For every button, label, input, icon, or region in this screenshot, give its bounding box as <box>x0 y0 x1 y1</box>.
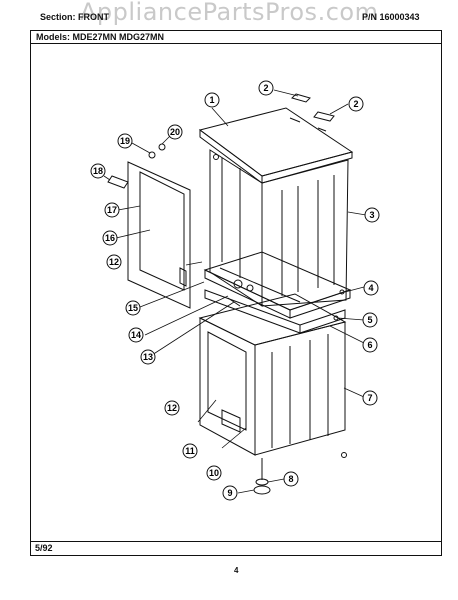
svg-text:15: 15 <box>128 303 138 313</box>
svg-text:18: 18 <box>93 166 103 176</box>
models-line: Models: MDE27MN MDG27MN <box>31 31 441 44</box>
svg-text:5: 5 <box>367 315 372 325</box>
svg-text:10: 10 <box>209 468 219 478</box>
svg-text:2: 2 <box>263 83 268 93</box>
callout-17: 17 <box>104 202 120 218</box>
callout-7: 7 <box>362 390 378 406</box>
svg-text:16: 16 <box>105 233 115 243</box>
callout-8: 8 <box>283 471 299 487</box>
callout-18: 18 <box>90 163 106 179</box>
callout-2b: 2 <box>348 96 364 112</box>
callout-5: 5 <box>362 312 378 328</box>
callout-6: 6 <box>362 337 378 353</box>
svg-text:3: 3 <box>369 210 374 220</box>
svg-text:8: 8 <box>288 474 293 484</box>
upper-cabinet-top <box>198 107 354 184</box>
callout-12a: 12 <box>164 400 180 416</box>
callout-11: 11 <box>182 443 198 459</box>
callout-10: 10 <box>206 465 222 481</box>
callout-20: 20 <box>167 124 183 140</box>
lower-cabinet <box>198 293 347 456</box>
svg-text:11: 11 <box>185 446 195 456</box>
callout-15: 15 <box>125 300 141 316</box>
svg-text:14: 14 <box>131 330 141 340</box>
page-number: 4 <box>234 566 239 575</box>
svg-text:6: 6 <box>367 340 372 350</box>
callout-13: 13 <box>140 349 156 365</box>
base-frame <box>203 251 352 319</box>
svg-text:12: 12 <box>109 257 119 267</box>
watermark: AppliancePartsPros.com <box>80 0 379 26</box>
callout-16: 16 <box>102 230 118 246</box>
callout-14: 14 <box>128 327 144 343</box>
svg-text:9: 9 <box>227 488 232 498</box>
svg-text:12: 12 <box>167 403 177 413</box>
callout-3: 3 <box>364 207 380 223</box>
svg-text:1: 1 <box>209 95 214 105</box>
callout-19: 19 <box>117 133 133 149</box>
diagram-frame: Models: MDE27MN MDG27MN 5/92 <box>30 30 442 556</box>
callout-9: 9 <box>222 485 238 501</box>
part-number: P/N 16000343 <box>362 12 420 22</box>
leader-lines <box>103 89 367 494</box>
callout-4: 4 <box>363 280 379 296</box>
section-label: Section: FRONT <box>40 12 109 22</box>
svg-text:20: 20 <box>170 127 180 137</box>
svg-text:17: 17 <box>107 205 117 215</box>
svg-text:2: 2 <box>353 99 358 109</box>
callout-12b: 12 <box>106 254 122 270</box>
callout-2a: 2 <box>258 80 274 96</box>
callout-1: 1 <box>204 92 220 108</box>
svg-text:19: 19 <box>120 136 130 146</box>
footer-date: 5/92 <box>31 541 441 555</box>
svg-text:4: 4 <box>368 283 373 293</box>
upper-cabinet-body <box>209 149 349 307</box>
svg-text:13: 13 <box>143 352 153 362</box>
svg-text:7: 7 <box>367 393 372 403</box>
